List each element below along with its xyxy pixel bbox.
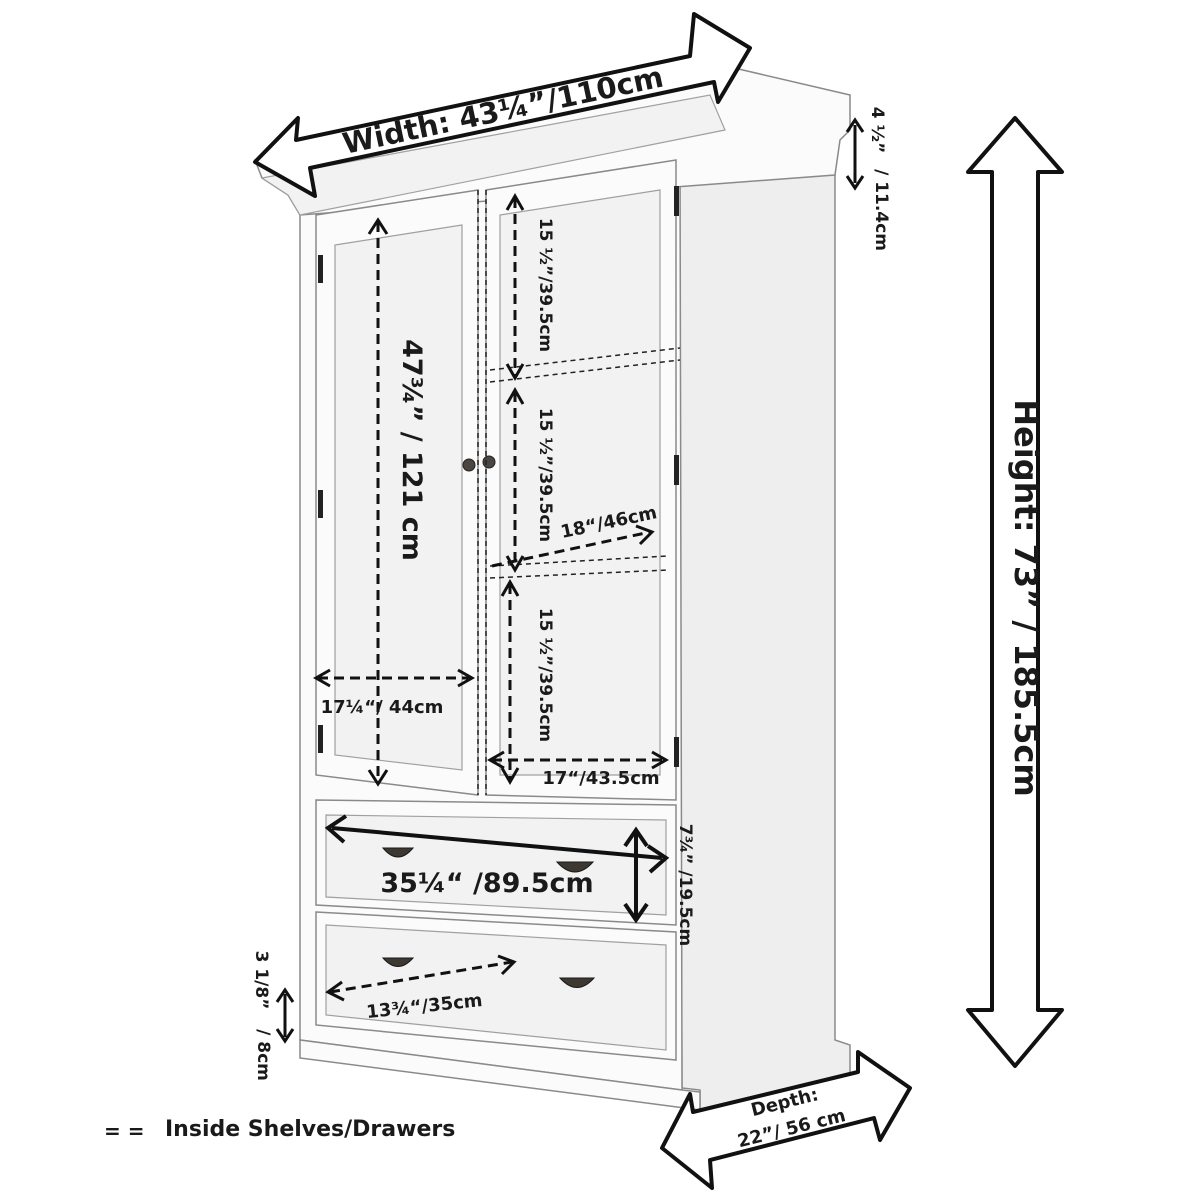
lower-drawer-inset: [325, 924, 667, 1051]
shelf-3-arrow: [500, 578, 520, 786]
shelf-depth-arrow: [491, 524, 655, 568]
crown-height-label-line2: / 11.4cm: [871, 169, 891, 251]
height-label: Height: 73” / 185.5cm: [1007, 399, 1045, 796]
cabinet-side: [677, 149, 851, 1111]
plinth-height-label-line1: 3 1/8”: [251, 951, 271, 1010]
shelf-2-label: 15 ½”/39.5cm: [535, 408, 555, 542]
left-inner-width-arrow: [312, 668, 476, 688]
hinge-icon: [318, 725, 323, 753]
drawer-height-arrow: [623, 826, 649, 924]
height-arrow: [966, 116, 1064, 1068]
upper-drawer-inset: [325, 814, 667, 916]
left-inner-width-label: 17¼“/ 44cm: [321, 697, 444, 718]
crown-height-label-line1: 4 ½”: [867, 107, 887, 154]
wardrobe: [253, 59, 851, 1111]
hinge-icon: [318, 490, 323, 518]
width-arrow: [253, 12, 752, 198]
depth-arrow: [660, 1050, 912, 1190]
plinth-height-label-line2: / 8cm: [253, 1029, 273, 1081]
drawer-width-label: 35¼“ /89.5cm: [380, 868, 593, 899]
drawer-height-label: 7¾” /19.5cm: [675, 824, 695, 946]
right-door-panel: [499, 189, 661, 776]
left-door-panel: [334, 224, 463, 771]
cup-pull-icon: [381, 847, 415, 858]
drawer-width-arrow: [324, 814, 670, 874]
door-knob-icon: [462, 458, 476, 472]
crown-front-face: [260, 94, 726, 216]
hinge-icon: [318, 255, 323, 283]
legend-dash-icon: = =: [104, 1119, 144, 1143]
shelf-3-label: 15 ½”/39.5cm: [535, 608, 555, 742]
hinge-icon: [674, 186, 679, 216]
legend: = = Inside Shelves/Drawers: [104, 1117, 455, 1143]
inner-drawer-width-arrow: [325, 954, 517, 1002]
door-height-label: 47¾” / 121 cm: [396, 339, 427, 561]
right-inner-width-arrow: [486, 750, 670, 770]
plinth: [299, 1039, 701, 1111]
shelf-1-arrow: [505, 192, 525, 382]
cup-pull-icon: [381, 957, 415, 967]
cup-pull-icon: [558, 977, 596, 988]
plinth-height-arrow: [275, 987, 295, 1044]
shelf-1-label: 15 ½”/39.5cm: [535, 218, 555, 352]
cup-pull-icon: [555, 861, 595, 873]
hinge-icon: [674, 737, 679, 767]
door-height-arrow: [367, 217, 389, 787]
door-knob-icon: [482, 455, 496, 469]
legend-text: Inside Shelves/Drawers: [165, 1117, 455, 1142]
hinge-icon: [674, 455, 679, 485]
crown-height-arrow: [845, 117, 865, 191]
right-inner-width-label: 17“/43.5cm: [542, 768, 659, 789]
